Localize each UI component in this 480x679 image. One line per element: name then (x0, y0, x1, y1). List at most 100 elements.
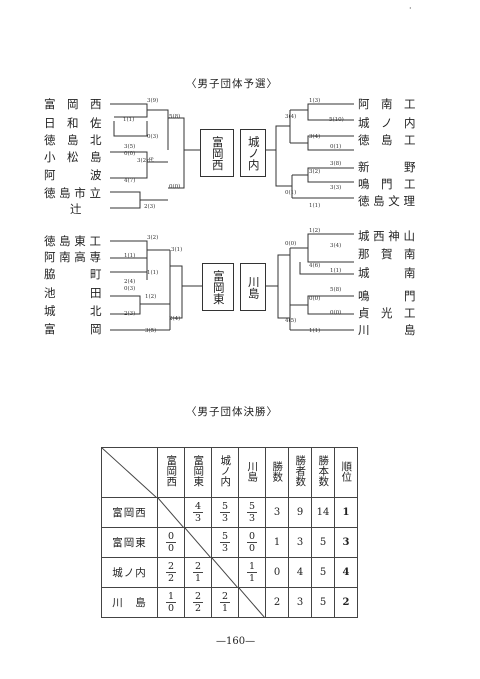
team-ll-3: 池 田 (44, 286, 102, 300)
header-winners: 勝者数 (288, 447, 312, 498)
score-lu-6: 3(2)代 (137, 158, 154, 164)
diagonal-corner-cell (101, 447, 158, 498)
score-rl-6: 0(0) (309, 296, 321, 302)
team-rl-0: 城 西 神 山 (358, 229, 415, 243)
score-lu-1: 1(1) (123, 117, 135, 123)
winners-cell: 3 (288, 527, 312, 558)
score-ru-3: 3(4) (309, 134, 321, 140)
score-ll-6: 1(2) (145, 294, 157, 300)
header-kawashima: 川島 (238, 447, 266, 498)
score-ru-0: 1(3) (309, 98, 321, 104)
diagonal-cell (184, 527, 212, 558)
corner-mark: · (409, 4, 412, 13)
header-rank: 順位 (334, 447, 358, 498)
score-rl-1: 0(0) (285, 241, 297, 247)
points-cell: 5 (311, 557, 335, 588)
score-rl-4: 1(1) (330, 268, 342, 274)
score-lu-7: 4(7) (124, 178, 136, 184)
team-lu-2: 徳 島 北 (44, 133, 102, 147)
score-ru-9: 1(1) (309, 203, 321, 209)
score-lu-2: 5(8) (169, 114, 181, 120)
team-lu-0: 富 岡 西 (44, 97, 102, 111)
team-ll-4: 城 北 (44, 304, 102, 318)
winners-cell: 9 (288, 497, 312, 528)
team-ll-2: 脇 町 (44, 267, 102, 281)
score-ru-1: 5(10) (329, 117, 344, 123)
team-lu-3: 小 松 島 (44, 150, 102, 164)
score-ll-3: 1(1) (147, 270, 159, 276)
rank-cell: 1 (334, 497, 358, 528)
table-header-row: 富岡西 富岡東 城ノ内 川島 勝数 勝者数 勝本数 順位 (101, 447, 358, 498)
score-ll-7: 2(3) (124, 311, 136, 317)
team-rl-1: 那 賀 南 (358, 247, 416, 261)
score-ru-4: 0(1) (330, 144, 342, 150)
score-ll-9: 2(4) (169, 316, 181, 322)
team-ru-4: 鳴 門 工 (358, 177, 416, 191)
score-rl-2: 3(4) (330, 243, 342, 249)
team-ru-2: 徳 島 工 (358, 133, 416, 147)
header-tomioka-higashi: 富岡東 (184, 447, 212, 498)
header-tomioka-nishi: 富岡西 (157, 447, 185, 498)
team-lu-extra: 辻 (70, 202, 82, 216)
score-ll-0: 3(2) (147, 235, 159, 241)
points-cell: 14 (311, 497, 335, 528)
finalist-box-tomioka-nishi: 富岡西 (200, 129, 234, 177)
score-lu-4: 3(5) (124, 144, 136, 150)
score-lu-9: 2(3) (144, 204, 156, 210)
team-ru-5: 徳 島 文 理 (358, 194, 415, 208)
winners-cell: 3 (288, 587, 312, 618)
score-ll-2: 3(1) (171, 247, 183, 253)
score-ll-5: 0(3) (124, 286, 136, 292)
score-lu-3: 0(3) (147, 134, 159, 140)
score-ru-6: 3(2) (309, 169, 321, 175)
rank-cell: 4 (334, 557, 358, 588)
team-lu-1: 日 和 佐 (44, 116, 102, 130)
diagonal-cell (238, 587, 266, 618)
winners-cell: 4 (288, 557, 312, 588)
score-lu-8: 0(0) (169, 184, 181, 190)
finalist-box-jonouchi: 城ノ内 (240, 129, 266, 177)
finalist-box-tomioka-higashi: 富岡東 (202, 263, 234, 311)
team-ll-0: 徳 島 東 工 (44, 234, 101, 248)
score-rl-8: 4(5) (285, 318, 297, 324)
team-ll-5: 富 岡 (44, 322, 102, 336)
team-ll-1: 阿 南 高 専 (44, 250, 101, 264)
team-rl-2: 城 南 (358, 266, 416, 280)
team-lu-5: 徳 島 市 立 (44, 186, 101, 200)
team-ru-3: 新 野 (358, 160, 416, 174)
score-ll-4: 2(4) (124, 279, 136, 285)
header-points: 勝本数 (311, 447, 335, 498)
row-team-name: 富岡西 (101, 497, 158, 528)
score-ll-8: 3(5) (145, 328, 157, 334)
score-rl-5: 5(8) (330, 287, 342, 293)
team-ru-0: 阿 南 工 (358, 97, 416, 111)
points-cell: 5 (311, 527, 335, 558)
score-rl-3: 4(6) (309, 263, 321, 269)
score-ll-1: 1(1) (124, 253, 136, 259)
diagonal-cell (157, 497, 185, 528)
points-cell: 5 (311, 587, 335, 618)
score-rl-0: 1(2) (309, 228, 321, 234)
team-ru-1: 城 ノ 内 (358, 116, 416, 130)
score-ru-5: 3(8) (330, 161, 342, 167)
score-rl-9: 1(1) (309, 328, 321, 334)
team-lu-4: 阿 波 (44, 168, 102, 182)
score-lu-0: 3(9) (147, 98, 159, 104)
prelim-title: 〈男子団体予選〉 (186, 78, 278, 90)
rank-cell: 3 (334, 527, 358, 558)
wins-cell: 1 (265, 527, 289, 558)
